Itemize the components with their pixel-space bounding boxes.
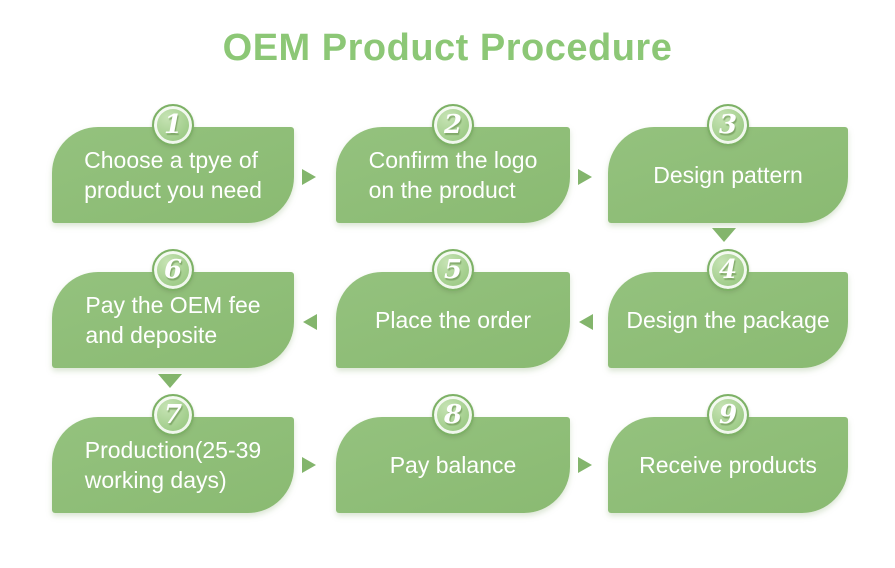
step-4-label-wrap: Design the package <box>608 272 848 368</box>
arrow-right-icon-8-9 <box>578 457 592 473</box>
step-5-number: 5 <box>443 255 463 285</box>
step-box-7: 7 Production(25-39 working days) <box>52 394 294 513</box>
step-1-number-badge: 1 <box>152 104 194 146</box>
arrow-left-icon-4-5 <box>579 314 593 330</box>
step-3-number: 3 <box>718 110 738 140</box>
step-5-number-badge: 5 <box>432 249 474 291</box>
step-3-label: Design pattern <box>653 162 803 188</box>
step-7-number-badge: 7 <box>152 394 194 436</box>
step-4-label: Design the package <box>626 307 830 333</box>
step-box-2: 2 Confirm the logo on the product <box>336 104 570 223</box>
step-9-number-badge: 9 <box>707 394 749 436</box>
step-1-number: 1 <box>163 110 183 140</box>
step-8-number: 8 <box>443 400 463 430</box>
step-7-label-wrap: Production(25-39 working days) <box>52 417 294 513</box>
step-box-8: 8 Pay balance <box>336 394 570 513</box>
step-box-6: 6 Pay the OEM fee and deposite <box>52 249 294 368</box>
step-box-3: 3 Design pattern <box>608 104 848 223</box>
step-6-label-wrap: Pay the OEM fee and deposite <box>52 272 294 368</box>
arrow-down-icon-6-7 <box>158 374 182 388</box>
step-3-label-wrap: Design pattern <box>608 127 848 223</box>
step-2-number-badge: 2 <box>432 104 474 146</box>
step-2-label-wrap: Confirm the logo on the product <box>336 127 570 223</box>
arrow-right-icon-1-2 <box>302 169 316 185</box>
step-box-9: 9 Receive products <box>608 394 848 513</box>
step-9-label: Receive products <box>639 452 817 478</box>
step-8-label-wrap: Pay balance <box>336 417 570 513</box>
step-box-4: 4 Design the package <box>608 249 848 368</box>
step-4-number-badge: 4 <box>707 249 749 291</box>
step-1-label-wrap: Choose a tpye of product you need <box>52 127 294 223</box>
arrow-down-icon-3-4 <box>712 228 736 242</box>
step-5-label: Place the order <box>375 307 531 333</box>
step-2-label: Confirm the logo on the product <box>368 147 538 203</box>
step-8-label: Pay balance <box>389 452 517 478</box>
step-3-number-badge: 3 <box>707 104 749 146</box>
step-6-number: 6 <box>163 255 183 285</box>
step-9-number: 9 <box>718 400 738 430</box>
step-7-number: 7 <box>163 400 183 430</box>
step-1-label: Choose a tpye of product you need <box>84 147 262 203</box>
step-9-label-wrap: Receive products <box>608 417 848 513</box>
page-title: OEM Product Procedure <box>222 27 673 69</box>
arrow-right-icon-2-3 <box>578 169 592 185</box>
step-2-number: 2 <box>443 110 463 140</box>
step-5-label-wrap: Place the order <box>336 272 570 368</box>
step-8-number-badge: 8 <box>432 394 474 436</box>
arrow-right-icon-7-8 <box>302 457 316 473</box>
step-6-label: Pay the OEM fee and deposite <box>85 292 261 348</box>
step-7-label: Production(25-39 working days) <box>84 437 262 493</box>
step-4-number: 4 <box>718 255 738 285</box>
step-box-1: 1 Choose a tpye of product you need <box>52 104 294 223</box>
step-box-5: 5 Place the order <box>336 249 570 368</box>
arrow-left-icon-5-6 <box>303 314 317 330</box>
step-6-number-badge: 6 <box>152 249 194 291</box>
